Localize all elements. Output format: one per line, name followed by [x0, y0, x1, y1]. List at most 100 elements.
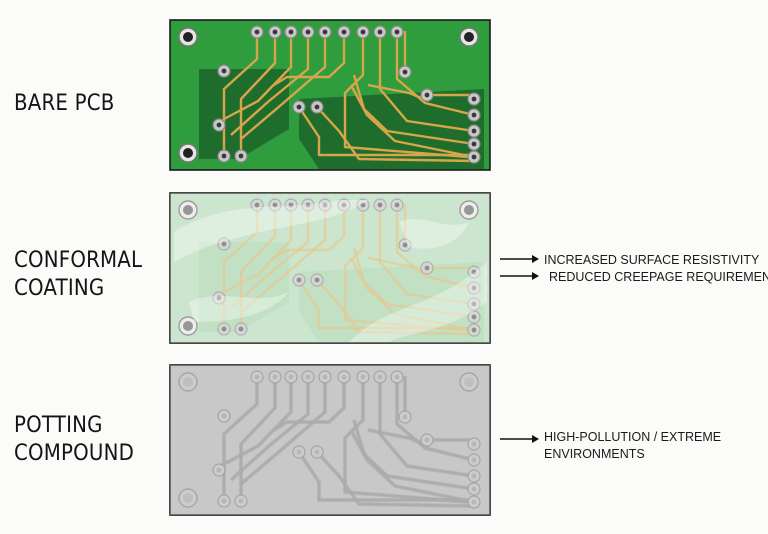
trace [352, 419, 475, 491]
mounting-hole-center [464, 205, 474, 215]
pad-hole [216, 295, 222, 301]
mounting-hole-center [183, 148, 193, 158]
pad-hole [221, 326, 227, 332]
label-potting-compound: POTTING COMPOUND [14, 412, 134, 468]
arrow-right-icon [500, 255, 539, 263]
note-conformal: INCREASED SURFACE RESISTIVITY REDUCED CR… [544, 252, 768, 286]
bare-pcb-board [169, 19, 491, 171]
trace [273, 376, 346, 431]
mounting-hole-center [464, 377, 474, 387]
pad-hole [305, 29, 311, 35]
pad-hole [221, 413, 227, 419]
pad-hole [272, 29, 278, 35]
trace [343, 204, 470, 332]
mounting-hole-center [183, 32, 193, 42]
pad-hole [402, 69, 408, 75]
pad-hole [471, 128, 477, 134]
trace [343, 31, 470, 159]
pad-hole [471, 327, 477, 333]
pad-hole [296, 277, 302, 283]
pad-hole [341, 202, 347, 208]
note-potting-line1: HIGH-POLLUTION / EXTREME [544, 430, 722, 444]
pad-hole [288, 374, 294, 380]
coating-sheen [174, 200, 369, 262]
pad-hole [471, 314, 477, 320]
pad-hole [216, 122, 222, 128]
trace [316, 279, 475, 336]
mounting-hole-center [183, 321, 193, 331]
pad-hole [471, 441, 477, 447]
coating-sheen [349, 262, 487, 342]
arrow-right-icon [500, 435, 539, 443]
pad-hole [394, 29, 400, 35]
pad-hole [402, 414, 408, 420]
conformal-coated-board [169, 192, 491, 344]
pad-hole [471, 486, 477, 492]
trace [230, 31, 310, 136]
pad-hole [471, 473, 477, 479]
pad-hole [221, 498, 227, 504]
trace [352, 247, 475, 319]
pad-hole [221, 241, 227, 247]
pad-hole [471, 141, 477, 147]
pad-hole [402, 242, 408, 248]
pad-hole [221, 68, 227, 74]
pad-hole [471, 457, 477, 463]
pad-hole [377, 202, 383, 208]
trace [230, 204, 310, 309]
pad-hole [254, 29, 260, 35]
trace [395, 376, 475, 462]
label-conformal-line2: COATING [14, 276, 105, 301]
coating-sheen [189, 292, 289, 322]
trace [273, 31, 346, 87]
pad-hole [394, 202, 400, 208]
pad-hole [322, 202, 328, 208]
trace [273, 204, 346, 260]
pad-hole [471, 96, 477, 102]
potted-board [169, 364, 491, 516]
label-bare-pcb: BARE PCB [14, 90, 114, 118]
trace [316, 451, 475, 508]
pad-hole [377, 374, 383, 380]
pad-hole [314, 277, 320, 283]
pad-hole [221, 153, 227, 159]
trace [316, 106, 475, 163]
potting-fill [170, 365, 490, 515]
note-potting: HIGH-POLLUTION / EXTREME ENVIRONMENTS [544, 429, 721, 463]
coating-film [170, 193, 490, 343]
pad-hole [471, 269, 477, 275]
pad-hole [322, 374, 328, 380]
pad-hole [471, 112, 477, 118]
trace [298, 451, 474, 502]
pad-hole [305, 374, 311, 380]
note-conformal-line2: REDUCED CREEPAGE REQUIREMENTS [549, 270, 768, 284]
pad-hole [377, 29, 383, 35]
pad-hole [288, 202, 294, 208]
trace [298, 106, 474, 157]
pad-hole [322, 29, 328, 35]
pad-hole [471, 285, 477, 291]
label-potting-line2: COMPOUND [14, 441, 135, 466]
pad-hole [424, 92, 430, 98]
trace [240, 204, 327, 313]
pad-hole [360, 374, 366, 380]
trace [378, 376, 475, 478]
pad-hole [272, 374, 278, 380]
pad-hole [254, 374, 260, 380]
pad-hole [314, 104, 320, 110]
mounting-hole-center [464, 32, 474, 42]
pad-hole [341, 29, 347, 35]
label-potting-line1: POTTING [14, 413, 103, 438]
note-conformal-line1: INCREASED SURFACE RESISTIVITY [544, 253, 760, 267]
pad-hole [424, 265, 430, 271]
trace [378, 204, 475, 306]
pad-hole [238, 498, 244, 504]
pad-hole [216, 467, 222, 473]
trace [395, 204, 475, 290]
mounting-hole-center [183, 205, 193, 215]
pad-hole [424, 437, 430, 443]
trace [230, 376, 310, 481]
pad-hole [394, 374, 400, 380]
pad-hole [296, 449, 302, 455]
trace [350, 429, 475, 504]
